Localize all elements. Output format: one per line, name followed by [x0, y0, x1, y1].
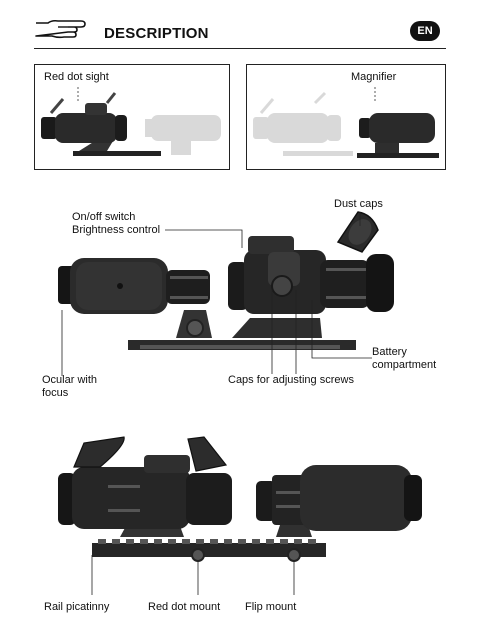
- magnifier-box: Magnifier: [246, 64, 446, 170]
- caps-adjusting-screws-label: Caps for adjusting screws: [228, 374, 354, 386]
- battery-compartment-label-line1: Battery: [372, 346, 407, 358]
- sight-system-diagram: [58, 436, 422, 595]
- red-dot-sight-label: Red dot sight: [44, 71, 109, 83]
- rail-picatinny-label: Rail picatinny: [44, 601, 110, 613]
- page-title: DESCRIPTION: [104, 25, 209, 42]
- flip-mount-label: Flip mount: [245, 601, 297, 613]
- brightness-control-label: Brightness control: [72, 224, 161, 236]
- language-badge: EN: [410, 21, 440, 41]
- red-dot-sight-box: Red dot sight: [34, 64, 230, 170]
- dust-caps-label: Dust caps: [334, 198, 383, 210]
- header-divider: [34, 48, 446, 49]
- sight-side-view-diagram: [58, 211, 394, 376]
- magnifier-label: Magnifier: [351, 71, 397, 83]
- battery-compartment-label-line2: compartment: [372, 359, 437, 371]
- ocular-focus-label-line1: Ocular with: [42, 374, 98, 386]
- magnifier-thumbnail: [253, 87, 439, 158]
- ocular-focus-label-line2: focus: [42, 387, 69, 399]
- pointing-hand-icon: [35, 19, 86, 39]
- red-dot-sight-thumbnail: [41, 87, 221, 156]
- red-dot-mount-label: Red dot mount: [148, 601, 221, 613]
- on-off-switch-label: On/off switch: [72, 211, 136, 223]
